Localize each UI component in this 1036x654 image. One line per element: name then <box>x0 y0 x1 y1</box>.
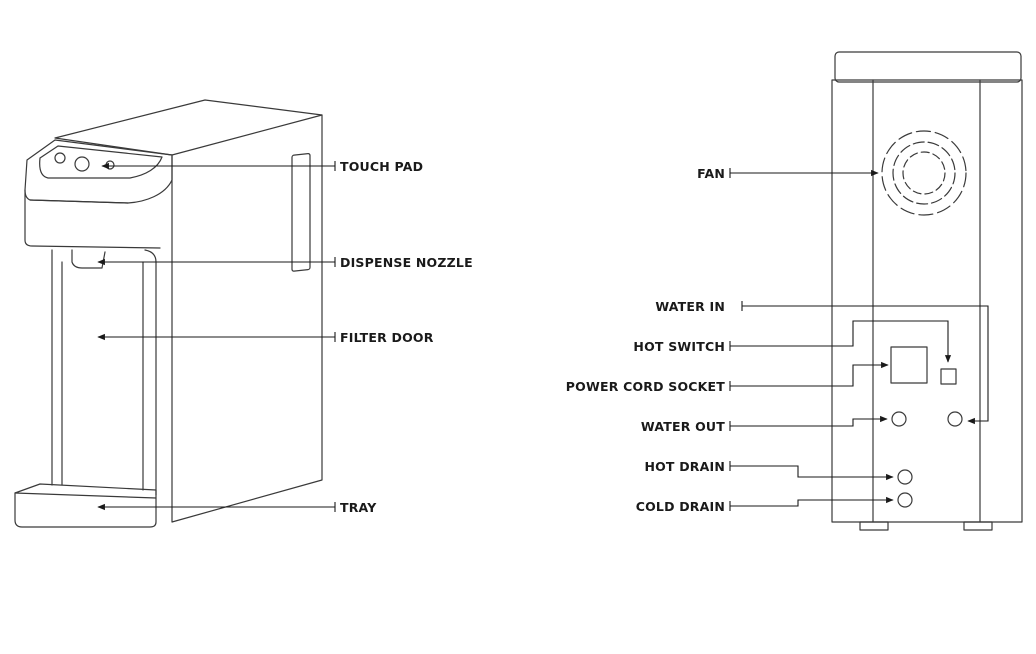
hot-switch-shape <box>940 368 957 385</box>
back-foot-right <box>963 521 993 531</box>
label-tray: TRAY <box>340 500 377 515</box>
label-filter-door: FILTER DOOR <box>340 330 434 345</box>
touch-pad-panel <box>39 145 163 179</box>
back-view <box>831 51 1023 531</box>
label-fan: FAN <box>697 166 725 181</box>
touch-pad-button-1 <box>54 152 66 164</box>
label-dispense-nozzle: DISPENSE NOZZLE <box>340 255 473 270</box>
water-out-port <box>891 411 907 427</box>
fan-ring-inner <box>902 151 946 195</box>
cold-drain-port <box>897 492 913 508</box>
tray-shape <box>14 483 157 528</box>
touch-pad-button-2 <box>74 156 90 172</box>
front-top-edge <box>171 114 323 156</box>
front-view <box>14 99 323 528</box>
side-handle <box>291 153 311 272</box>
label-cold-drain: COLD DRAIN <box>636 499 725 514</box>
back-top-cap <box>834 51 1022 83</box>
back-foot-left <box>859 521 889 531</box>
front-leaders <box>97 161 336 512</box>
label-water-out: WATER OUT <box>641 419 725 434</box>
water-in-port <box>947 411 963 427</box>
tray-edge <box>14 492 157 499</box>
back-leaders <box>729 168 989 511</box>
power-cord-socket-shape <box>890 346 928 384</box>
filter-door-frame <box>51 249 157 496</box>
fan-ring-middle <box>892 141 956 205</box>
head-front-face <box>24 189 161 249</box>
hot-drain-port <box>897 469 913 485</box>
fan-ring-outer <box>881 130 967 216</box>
label-hot-drain: HOT DRAIN <box>644 459 725 474</box>
label-water-in: WATER IN <box>655 299 725 314</box>
label-touch-pad: TOUCH PAD <box>340 159 423 174</box>
head-bottom-edge <box>29 199 129 204</box>
label-hot-switch: HOT SWITCH <box>633 339 725 354</box>
front-body-outline <box>54 99 323 523</box>
touch-pad-button-3 <box>105 160 115 170</box>
back-body <box>831 79 1023 523</box>
dispense-nozzle-shape <box>71 249 106 269</box>
label-power-cord-socket: POWER CORD SOCKET <box>566 379 725 394</box>
